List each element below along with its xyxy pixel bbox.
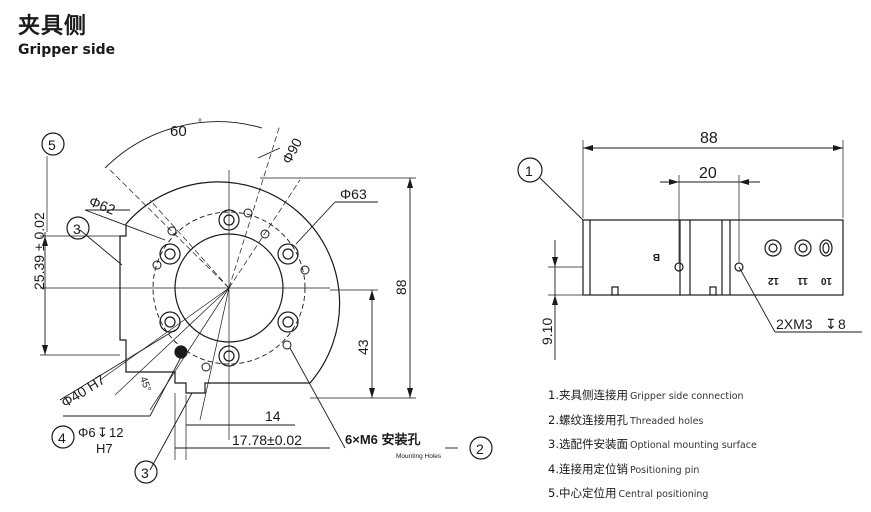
dim-d6-depth: 12 — [109, 425, 123, 440]
dim-17-78: 17.78±0.02 — [232, 432, 302, 448]
dim-d6: Φ6 — [78, 425, 96, 440]
callout-3-bottom-label: 3 — [141, 465, 149, 481]
callout-2-label: 2 — [476, 441, 484, 457]
dim-d40: Φ40 H7 — [58, 371, 108, 410]
thread-label: 2XM3 — [776, 316, 813, 332]
dim-angle-60: 60 — [170, 123, 187, 140]
thread-depth: 8 — [838, 316, 846, 332]
dim-angle-unit: ° — [198, 118, 202, 129]
dim-d63: Φ63 — [340, 186, 367, 202]
mark-11: 11 — [797, 275, 808, 286]
callout-4-label: 4 — [58, 430, 66, 446]
dim-20: 20 — [699, 165, 717, 182]
callout-3-top-label: 3 — [73, 221, 81, 237]
page-title: 夹具侧 — [18, 14, 88, 39]
threaded-holes — [152, 208, 310, 372]
dim-d6-tolerance: H7 — [96, 441, 113, 456]
dim-45: 45° — [137, 375, 153, 393]
mark-10: 10 — [820, 275, 832, 286]
dim-d90: Φ90 — [279, 135, 306, 166]
gripper-body-outline — [119, 181, 341, 394]
dim-43: 43 — [355, 339, 371, 355]
dim-d62: Φ62 — [87, 193, 118, 218]
dim-25-39: 25.39 ± 0.02 — [31, 212, 47, 290]
positioning-pin — [174, 345, 188, 359]
depth-symbol-d6: ↧ — [97, 425, 108, 440]
mark-12: 12 — [767, 275, 779, 286]
mount-holes-label: 6×M6 安装孔 — [345, 432, 421, 447]
dim-14: 14 — [265, 408, 281, 424]
dim-88-left: 88 — [393, 279, 409, 295]
page-subtitle: Gripper side — [18, 42, 116, 58]
callout-1-label: 1 — [525, 163, 533, 179]
callout-5-label: 5 — [48, 137, 56, 153]
dim-88-right: 88 — [700, 130, 718, 147]
mount-holes-sublabel: Mounting Holes — [396, 453, 442, 460]
dim-9-10: 9.10 — [539, 318, 555, 345]
depth-symbol-thread: ↧ — [825, 316, 837, 332]
mark-b: B — [653, 251, 660, 262]
